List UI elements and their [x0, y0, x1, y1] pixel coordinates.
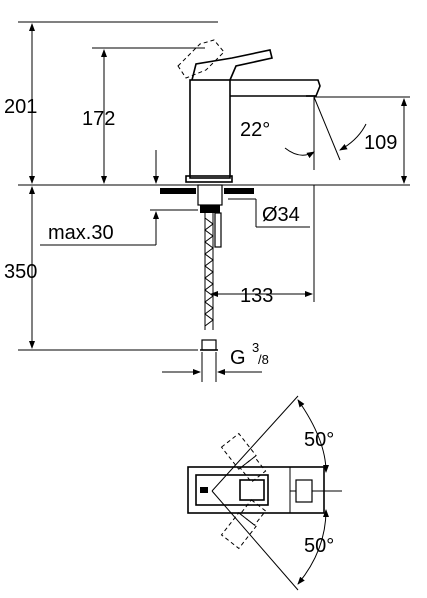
- top-spout-outlet: [295, 479, 313, 503]
- lever-bottom-alt: [220, 499, 267, 550]
- mounting-shank: [197, 184, 223, 206]
- lever-top-alt: [220, 432, 267, 483]
- hose-braid: [204, 217, 214, 327]
- hose-length-label: 350: [4, 261, 37, 283]
- faucet-spout: [230, 79, 321, 97]
- mounting-nut: [200, 205, 220, 213]
- top-angle-line-lower: [211, 490, 299, 591]
- side-view: 201 172 109 22°: [4, 21, 410, 382]
- angle-arc-22b: [339, 123, 367, 151]
- outlet-height-label: 109: [364, 132, 397, 154]
- spout-angle-label: 22°: [240, 119, 270, 141]
- lever-alt-position: [177, 39, 225, 79]
- thread-numerator-label: 3: [252, 340, 259, 355]
- lever-angle-bottom-label: 50°: [304, 535, 334, 557]
- hole-diameter-label: Ø34: [262, 204, 300, 226]
- thread-prefix-label: G: [230, 347, 246, 369]
- spout-height-label: 172: [82, 108, 115, 130]
- mounting-rod: [214, 212, 222, 248]
- faucet-body: [189, 79, 231, 179]
- top-body-outline: [187, 466, 325, 514]
- countertop-slab-right: [224, 188, 254, 194]
- top-lever-inner: [239, 479, 265, 501]
- total-height-label: 201: [4, 96, 37, 118]
- angle-arc-lower: [297, 509, 329, 585]
- top-lever: [195, 474, 269, 506]
- reach-label: 133: [240, 285, 273, 307]
- top-view: 50° 50°: [187, 395, 342, 591]
- hose-connector: [201, 339, 217, 351]
- angle-arc-22: [284, 147, 315, 159]
- lever-angle-top-label: 50°: [304, 429, 334, 451]
- thread-denominator-label: /8: [258, 352, 269, 367]
- top-angle-line-upper: [211, 395, 299, 492]
- faucet-base: [185, 175, 233, 183]
- lever-handle: [191, 49, 273, 81]
- top-lever-mark: [200, 487, 208, 493]
- angle-ref-line-b: [313, 96, 341, 161]
- countertop-slab-left: [160, 188, 196, 194]
- angle-arc-upper: [297, 399, 329, 473]
- max-thickness-label: max.30: [48, 222, 114, 244]
